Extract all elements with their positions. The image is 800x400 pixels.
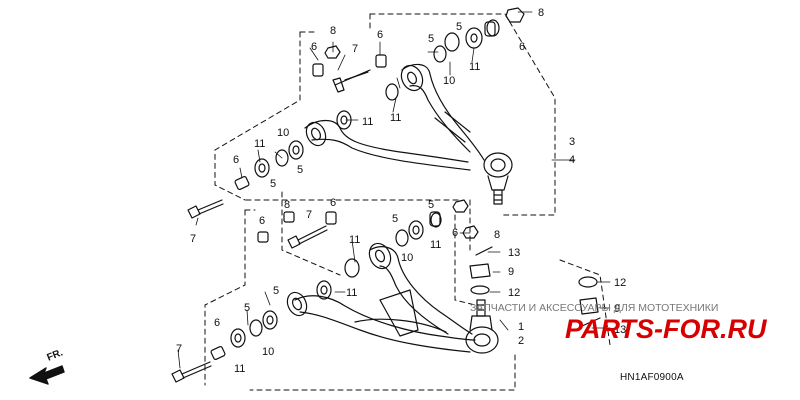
callout-5: 5 xyxy=(392,213,398,225)
callout-11: 11 xyxy=(362,116,373,128)
callout-6: 6 xyxy=(311,41,317,53)
group-brackets xyxy=(204,13,611,391)
callout-7: 7 xyxy=(352,43,358,55)
callout-2: 2 xyxy=(518,335,524,347)
callout-7: 7 xyxy=(306,209,312,221)
callout-9: 9 xyxy=(614,303,620,315)
callout-labels: 8 5 6 8 6 7 6 5 10 11 11 11 3 4 10 11 6 … xyxy=(176,7,626,375)
callout-5: 5 xyxy=(428,33,434,45)
callout-3: 3 xyxy=(569,136,575,148)
callout-10: 10 xyxy=(262,346,274,358)
callout-10: 10 xyxy=(277,127,289,139)
upper-hardware xyxy=(187,7,525,219)
callout-5: 5 xyxy=(273,285,279,297)
front-direction-arrow xyxy=(29,365,65,385)
leader-lines xyxy=(177,11,611,369)
callout-6: 6 xyxy=(233,154,239,166)
callout-8: 8 xyxy=(330,25,336,37)
upper-arm xyxy=(304,63,513,205)
callout-5: 5 xyxy=(456,21,462,33)
callout-11: 11 xyxy=(469,61,480,73)
watermark-logo: PARTS-FOR.RU xyxy=(565,314,767,344)
callout-10: 10 xyxy=(401,252,413,264)
callout-5: 5 xyxy=(428,199,434,211)
callout-6: 6 xyxy=(214,317,220,329)
callout-9: 9 xyxy=(508,266,514,278)
callout-8: 8 xyxy=(538,7,544,19)
callout-11: 11 xyxy=(254,138,265,150)
callout-6: 6 xyxy=(452,227,458,239)
callout-4: 4 xyxy=(569,154,575,166)
callout-12: 12 xyxy=(508,287,520,299)
callout-12: 12 xyxy=(614,277,626,289)
callout-11: 11 xyxy=(234,363,245,375)
callout-13: 13 xyxy=(508,247,520,259)
lower-hardware xyxy=(171,199,601,383)
callout-7: 7 xyxy=(176,343,182,355)
callout-8: 8 xyxy=(494,229,500,241)
callout-11: 11 xyxy=(390,112,401,124)
callout-6: 6 xyxy=(519,41,525,53)
callout-10: 10 xyxy=(443,75,455,87)
callout-8: 8 xyxy=(284,199,290,211)
callout-5: 5 xyxy=(244,302,250,314)
watermark-caption: ЗАПЧАСТИ И АКСЕССУАРЫ ДЛЯ МОТОТЕХНИКИ xyxy=(470,302,719,314)
callout-7: 7 xyxy=(190,233,196,245)
callout-1: 1 xyxy=(518,321,524,333)
callout-11: 11 xyxy=(346,287,357,299)
callout-5: 5 xyxy=(270,178,276,190)
lower-arm xyxy=(286,242,499,354)
callout-6: 6 xyxy=(259,215,265,227)
callout-11: 11 xyxy=(430,239,441,251)
callout-5: 5 xyxy=(297,164,303,176)
diagram-reference-code: HN1AF0900A xyxy=(620,372,684,383)
callout-6: 6 xyxy=(330,197,336,209)
callout-11: 11 xyxy=(349,234,360,246)
callout-13: 13 xyxy=(614,324,626,336)
callout-6: 6 xyxy=(377,29,383,41)
